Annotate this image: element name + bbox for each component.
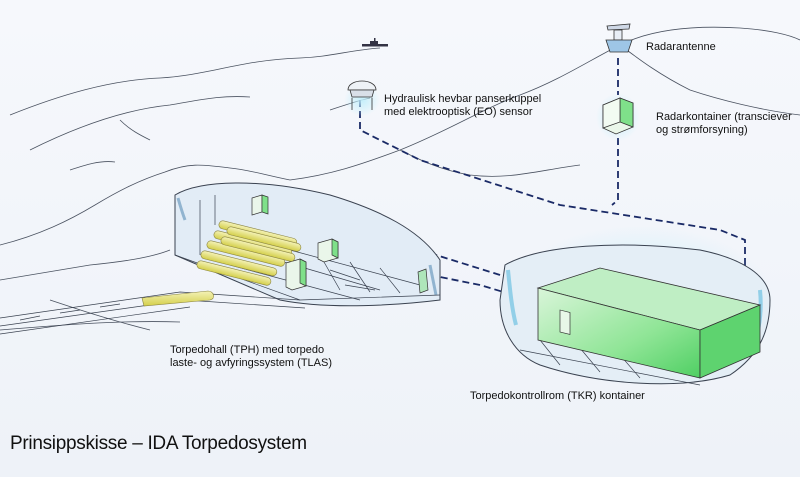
radar-container — [596, 93, 640, 141]
eo-sensor-dome — [344, 80, 380, 116]
eo-sensor-label-line2: med elektrooptisk (EO) sensor — [384, 106, 533, 118]
torpedo-hall-label-line2: laste- og avfyringssystem (TLAS) — [170, 357, 332, 369]
eo-sensor-label: Hydraulisk hevbar panserkuppel med elekt… — [384, 93, 541, 119]
radar-antenna — [605, 23, 633, 53]
terrain-sketch — [0, 26, 800, 331]
radar-antenna-label: Radarantenne — [646, 41, 716, 53]
diagram-title: Prinsippskisse – IDA Torpedosystem — [10, 433, 307, 454]
launch-tube — [0, 291, 306, 335]
torpedo-in-tube — [141, 290, 214, 307]
tkr-container-label: Torpedokontrollrom (TKR) kontainer — [470, 390, 645, 402]
radar-container-label-line1: Radarkontainer (transciever — [656, 111, 792, 123]
radar-container-label-line2: og strømforsyning) — [656, 124, 748, 136]
eo-sensor-label-line1: Hydraulisk hevbar panserkuppel — [384, 93, 542, 105]
torpedo-stack — [196, 220, 302, 286]
torpedo-hall-label-line1: Torpedohall (TPH) med torpedo — [170, 344, 325, 356]
radar-container-label: Radarkontainer (transciever og strømfors… — [656, 111, 792, 137]
tkr-container — [536, 267, 762, 379]
torpedo-hall-label: Torpedohall (TPH) med torpedo laste- og … — [170, 344, 332, 370]
ship-silhouette — [362, 38, 388, 47]
